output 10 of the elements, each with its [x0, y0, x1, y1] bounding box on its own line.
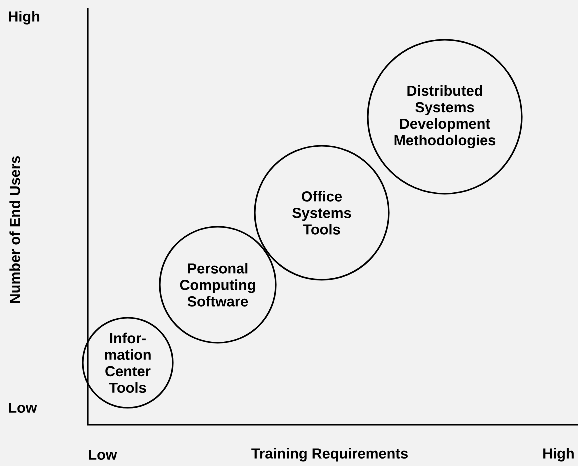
- circle-label: Personal Computing Software: [159, 226, 277, 344]
- circle-label: Distributed Systems Development Methodologies: [367, 39, 523, 195]
- axis-title: Number of End Users: [10, 156, 20, 304]
- axis-end-label: Low: [89, 450, 118, 460]
- circle-label: Infor-mation Center Tools: [82, 317, 174, 409]
- axis-end-label: High: [9, 11, 40, 25]
- axis-end-label: Low: [9, 402, 38, 414]
- axis-end-label: High: [544, 448, 574, 462]
- axis-title: Training Requirements: [252, 448, 408, 462]
- circle-label: Office Systems Tools: [254, 145, 390, 281]
